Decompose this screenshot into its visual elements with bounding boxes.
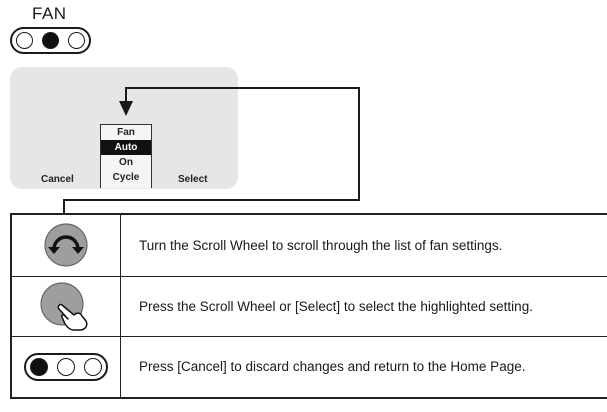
indicator-dot-empty-icon <box>84 357 102 376</box>
step-text: Turn the Scroll Wheel to scroll through … <box>139 237 503 253</box>
indicator-dot-filled-icon <box>42 32 59 49</box>
step-text: Press [Cancel] to discard changes and re… <box>139 359 526 375</box>
menu-item-on[interactable]: On <box>119 157 133 168</box>
menu-item-cycle[interactable]: Cycle <box>112 172 140 183</box>
indicator-dot-empty-icon <box>16 32 33 49</box>
indicator-dot-empty-icon <box>68 32 85 49</box>
select-soft-key-label[interactable]: Select <box>178 174 208 185</box>
indicator-left-filled-icon <box>24 352 108 381</box>
fan-label: FAN <box>32 4 67 23</box>
fan-indicator <box>10 27 91 54</box>
instructions-table: Turn the Scroll Wheel to scroll through … <box>10 213 607 399</box>
scroll-wheel-rotate-icon <box>44 223 88 267</box>
menu-item-auto[interactable]: Auto <box>101 140 151 155</box>
table-row: Press [Cancel] to discard changes and re… <box>12 336 607 397</box>
table-row: Press the Scroll Wheel or [Select] to se… <box>12 275 607 337</box>
scroll-wheel-press-icon <box>40 282 88 332</box>
cancel-soft-key-label[interactable]: Cancel <box>41 174 74 185</box>
fan-setting-menu: Fan Auto On Cycle <box>100 124 152 188</box>
indicator-dot-filled-icon <box>30 357 48 376</box>
table-row: Turn the Scroll Wheel to scroll through … <box>12 215 607 276</box>
menu-item-fan: Fan <box>117 127 135 138</box>
indicator-dot-empty-icon <box>57 357 75 376</box>
step-text: Press the Scroll Wheel or [Select] to se… <box>139 298 533 314</box>
